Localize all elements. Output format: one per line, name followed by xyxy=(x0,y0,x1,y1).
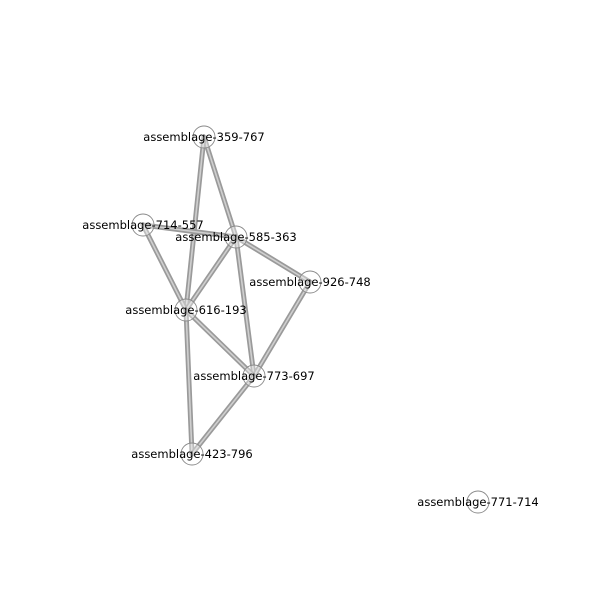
edge-highlight xyxy=(142,224,187,311)
edge-n714-n585 xyxy=(140,222,239,240)
edge-n359-n616 xyxy=(183,134,207,313)
edge-highlight xyxy=(142,224,237,238)
node-n714[interactable] xyxy=(131,213,155,237)
edge-n585-n926 xyxy=(233,234,313,285)
node-n585[interactable] xyxy=(224,225,248,249)
edges-layer xyxy=(140,134,313,457)
edge-n616-n423 xyxy=(183,307,195,457)
edge-highlight xyxy=(253,281,311,377)
node-n771[interactable] xyxy=(466,490,490,514)
edge-n585-n616 xyxy=(183,234,239,313)
node-label: assemblage-616-193 xyxy=(125,303,246,317)
edge-n926-n773 xyxy=(251,279,313,379)
node-label: assemblage-926-748 xyxy=(249,275,370,289)
node-label: assemblage-585-363 xyxy=(175,230,296,244)
edge-highlight xyxy=(185,136,205,311)
node-n926[interactable] xyxy=(298,270,322,294)
node-n616[interactable] xyxy=(174,298,198,322)
edge-highlight xyxy=(185,236,237,311)
node-label: assemblage-423-796 xyxy=(131,447,252,461)
node-label: assemblage-771-714 xyxy=(417,495,538,509)
edge-n714-n616 xyxy=(140,222,189,313)
edge-n773-n423 xyxy=(189,373,257,457)
edge-n359-n585 xyxy=(201,134,239,240)
node-label: assemblage-714-557 xyxy=(82,218,203,232)
edge-highlight xyxy=(203,136,237,238)
edge-highlight xyxy=(191,375,255,455)
node-n423[interactable] xyxy=(180,442,204,466)
labels-layer: assemblage-359-767assemblage-714-557asse… xyxy=(82,130,538,509)
edge-highlight xyxy=(185,309,193,455)
node-label: assemblage-359-767 xyxy=(143,130,264,144)
node-label: assemblage-773-697 xyxy=(193,369,314,383)
node-n773[interactable] xyxy=(242,364,266,388)
edge-n585-n773 xyxy=(233,234,257,379)
edge-highlight xyxy=(235,236,255,377)
edge-highlight xyxy=(185,309,255,377)
edge-n616-n773 xyxy=(183,307,257,379)
edge-highlight xyxy=(235,236,311,283)
nodes-layer xyxy=(131,125,490,514)
node-n359[interactable] xyxy=(192,125,216,149)
